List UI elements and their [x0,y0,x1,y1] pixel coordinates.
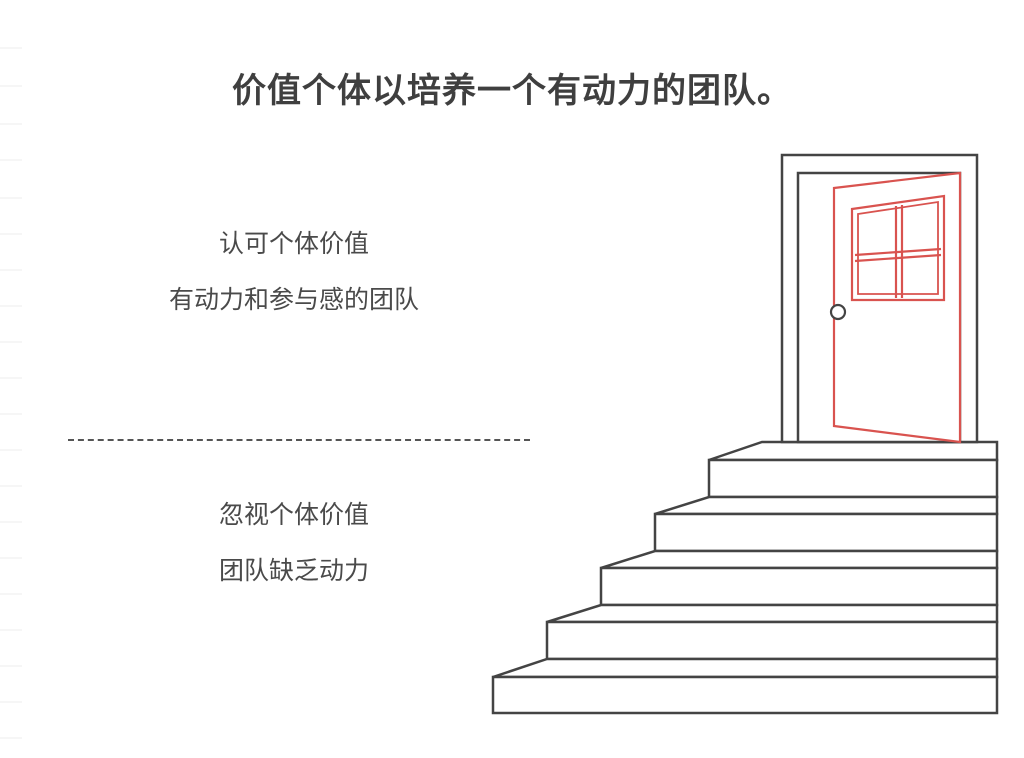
page-title: 价值个体以培养一个有动力的团队。 [232,71,792,111]
staircase-icon [491,440,999,715]
left-margin-ticks [0,47,22,739]
lower-line-1: 忽视个体价值 [218,500,369,529]
upper-line-2: 有动力和参与感的团队 [168,285,419,314]
dashed-divider [68,439,530,441]
lower-line-2: 团队缺乏动力 [218,556,369,585]
lower-section: 忽视个体价值 团队缺乏动力 [64,487,524,599]
open-door-icon [780,153,979,444]
upper-line-1: 认可个体价值 [218,229,369,258]
upper-section: 认可个体价值 有动力和参与感的团队 [64,216,524,328]
door-knob [829,303,847,321]
